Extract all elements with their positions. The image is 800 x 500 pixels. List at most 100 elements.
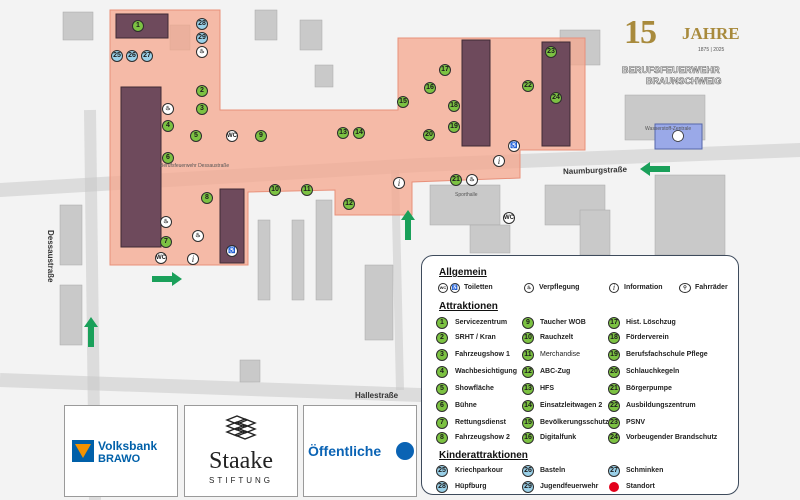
legend-attraction-11: Merchandise (540, 351, 581, 358)
legend-marker-10: 10 (522, 332, 534, 344)
toilet-icon[interactable]: ♿ (226, 245, 238, 257)
legend-attraction-15: Bevölkerungsschutz (540, 419, 609, 426)
legend-attraction-1: Servicezentrum (455, 319, 508, 326)
legend-marker-2: 2 (436, 332, 448, 344)
marker-21[interactable]: 21 (450, 174, 462, 186)
marker-29[interactable]: 29 (196, 32, 208, 44)
info-icon[interactable]: i (493, 155, 505, 167)
legend-marker-3: 3 (436, 349, 448, 361)
marker-1[interactable]: 1 (132, 20, 144, 32)
food-icon[interactable]: ♨ (196, 46, 208, 58)
sponsor-volksbank[interactable]: Volksbank BRAWO (64, 405, 178, 497)
marker-15[interactable]: 15 (397, 96, 409, 108)
marker-20[interactable]: 20 (423, 129, 435, 141)
legend-attraction-17: Hist. Löschzug (626, 319, 676, 326)
food-icon[interactable]: ♨ (466, 174, 478, 186)
marker-12[interactable]: 12 (343, 198, 355, 210)
info-icon[interactable]: i (393, 177, 405, 189)
food-icon[interactable]: ♨ (192, 230, 204, 242)
wc-icon[interactable]: WC (226, 130, 238, 142)
sponsor-oeffentliche[interactable]: Öffentliche (303, 405, 417, 497)
legend-kids-29: Jugendfeuerwehr (540, 483, 599, 490)
legend-kids-28: Hüpfburg (455, 483, 487, 490)
oeffentliche-logo-icon (396, 442, 414, 460)
marker-7[interactable]: 7 (160, 236, 172, 248)
marker-14[interactable]: 14 (353, 127, 365, 139)
info-icon[interactable]: i (187, 253, 199, 265)
marker-27[interactable]: 27 (141, 50, 153, 62)
map-legend: Allgemein WC ♿ Toiletten ♨ Verpflegung i… (421, 255, 739, 495)
marker-4[interactable]: 4 (162, 120, 174, 132)
legend-bikes: Fahrräder (695, 284, 728, 291)
marker-17[interactable]: 17 (439, 64, 451, 76)
legend-location: Standort (626, 483, 655, 490)
legend-marker-1: 1 (436, 317, 448, 329)
legend-marker-27: 27 (608, 465, 620, 477)
food-icon: ♨ (524, 283, 534, 293)
legend-kids-27: Schminken (626, 467, 664, 474)
legend-marker-11: 11 (522, 349, 534, 361)
marker-18[interactable]: 18 (448, 100, 460, 112)
toilet-icon[interactable]: ♿ (508, 140, 520, 152)
legend-marker-29: 29 (522, 481, 534, 493)
legend-toilets: Toiletten (464, 284, 493, 291)
logo-jahre: JAHRE (682, 24, 740, 43)
legend-attraction-12: ABC-Zug (540, 368, 571, 375)
food-icon[interactable]: ♨ (162, 103, 174, 115)
bike-icon: ⚲ (679, 283, 691, 293)
legend-attraction-2: SRHT / Kran (455, 334, 496, 341)
legend-attraction-13: HFS (540, 385, 554, 392)
legend-attraction-16: Digitalfunk (540, 434, 577, 441)
wc-icon[interactable]: WC (503, 212, 515, 224)
wc-icon: WC (438, 283, 448, 293)
marker-28[interactable]: 28 (196, 18, 208, 30)
marker-19[interactable]: 19 (448, 121, 460, 133)
logo-years: 1875 | 2025 (698, 47, 725, 53)
logo-number: 15 (624, 14, 657, 51)
marker-9[interactable]: 9 (255, 130, 267, 142)
staake-logo-icon (225, 414, 257, 444)
legend-general-title: Allgemein (439, 267, 487, 278)
food-icon[interactable]: ♨ (160, 216, 172, 228)
street-label-dessau: Dessaustraße (46, 230, 55, 283)
marker-5[interactable]: 5 (190, 130, 202, 142)
fire-station-buildings (115, 13, 571, 264)
legend-marker-16: 16 (522, 432, 534, 444)
marker-26[interactable]: 26 (126, 50, 138, 62)
marker-25[interactable]: 25 (111, 50, 123, 62)
legend-marker-23: 23 (608, 417, 620, 429)
marker-11[interactable]: 11 (301, 184, 313, 196)
marker-2[interactable]: 2 (196, 85, 208, 97)
marker-13[interactable]: 13 (337, 127, 349, 139)
legend-kids-title: Kinderattraktionen (439, 450, 528, 461)
legend-marker-18: 18 (608, 332, 620, 344)
wc-icon[interactable]: WC (155, 252, 167, 264)
legend-marker-21: 21 (608, 383, 620, 395)
legend-kids-26: Basteln (540, 467, 566, 474)
legend-info: Information (624, 284, 663, 291)
marker-8[interactable]: 8 (201, 192, 213, 204)
anniversary-logo: 15 JAHRE 1875 | 2025 BERUFSFEUERWEHR BRA… (618, 14, 748, 92)
legend-marker-12: 12 (522, 366, 534, 378)
legend-attraction-19: Berufsfachschule Pflege (626, 351, 708, 358)
marker-24[interactable]: 24 (550, 92, 562, 104)
marker-22[interactable]: 22 (522, 80, 534, 92)
marker-6[interactable]: 6 (162, 152, 174, 164)
logo-line1: BERUFSFEUERWEHR (622, 65, 720, 76)
legend-marker-20: 20 (608, 366, 620, 378)
toilet-icon: ♿ (450, 283, 460, 293)
legend-marker-17: 17 (608, 317, 620, 329)
legend-attractions-title: Attraktionen (439, 301, 498, 312)
legend-attraction-5: Showfläche (455, 385, 494, 392)
legend-marker-8: 8 (436, 432, 448, 444)
sponsor-staake[interactable]: Staake STIFTUNG (184, 405, 298, 497)
volksbank-logo-mark (75, 444, 91, 458)
legend-marker-22: 22 (608, 400, 620, 412)
marker-10[interactable]: 10 (269, 184, 281, 196)
legend-kids-25: Kriechparkour (455, 467, 503, 474)
marker-16[interactable]: 16 (424, 82, 436, 94)
marker-23[interactable]: 23 (545, 46, 557, 58)
legend-attraction-9: Taucher WOB (540, 319, 586, 326)
marker-3[interactable]: 3 (196, 103, 208, 115)
legend-attraction-14: Einsatzleitwagen 2 (540, 402, 603, 409)
